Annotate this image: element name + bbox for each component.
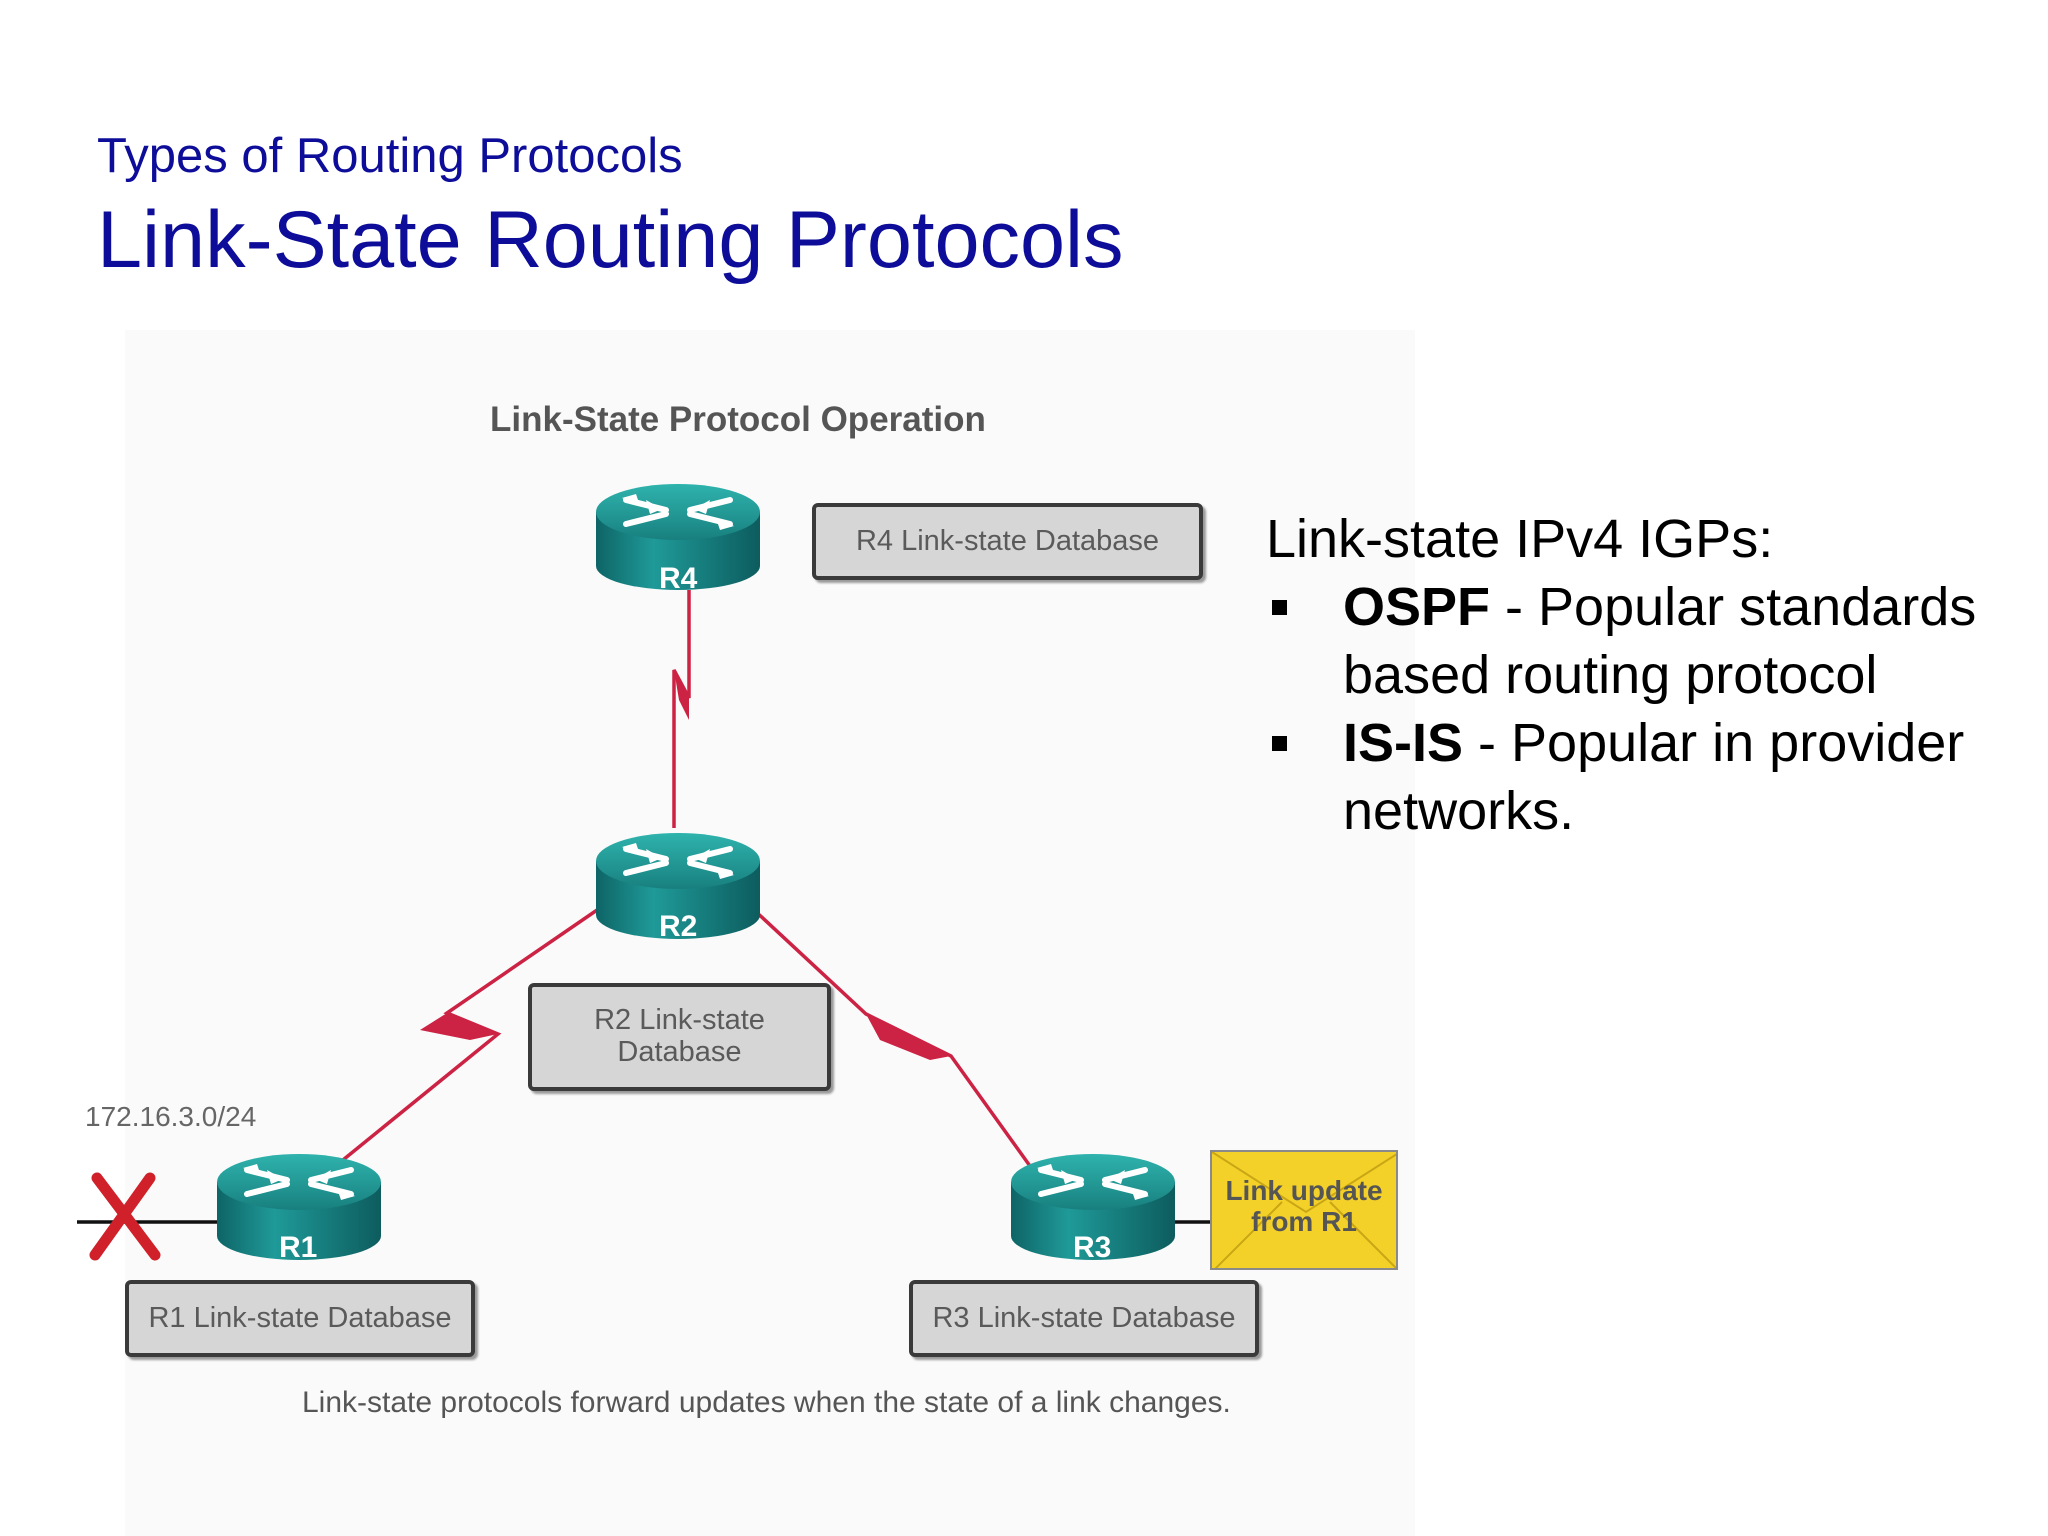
router-r1-label: R1: [279, 1231, 318, 1264]
r1-database-box: R1 Link-state Database: [125, 1280, 475, 1357]
router-r3-label: R3: [1073, 1231, 1112, 1264]
list-item: IS-IS - Popular in provider networks.: [1266, 709, 2026, 845]
network-label: 172.16.3.0/24: [85, 1101, 257, 1132]
r3-database-box: R3 Link-state Database: [909, 1280, 1259, 1357]
square-bullet-icon: [1272, 600, 1287, 615]
bullet-description: - Popular standards based routing protoc…: [1343, 577, 1977, 705]
diagram-caption: Link-state protocols forward updates whe…: [302, 1386, 1231, 1419]
bullet-list: OSPF - Popular standards based routing p…: [1266, 573, 2026, 845]
envelope-icon: [1212, 1152, 1396, 1268]
router-r4-label: R4: [659, 562, 698, 595]
r1-database-label: R1 Link-state Database: [148, 1301, 452, 1334]
list-item: OSPF - Popular standards based routing p…: [1266, 573, 2026, 709]
square-bullet-icon: [1272, 736, 1287, 751]
link-update-line2: from R1: [1251, 1205, 1357, 1237]
r4-database-label: R4 Link-state Database: [855, 524, 1160, 557]
r2-database-label-line2: Database: [617, 1036, 742, 1068]
serial-link-zigzag-fills: [420, 670, 951, 1060]
bullet-panel: Link-state IPv4 IGPs: OSPF - Popular sta…: [1266, 505, 2026, 845]
link-failure-x-icon: [89, 1172, 161, 1261]
bullet-term: OSPF: [1343, 577, 1491, 637]
bullet-description: - Popular in provider networks.: [1343, 713, 1965, 841]
link-update-line1: Link update: [1225, 1175, 1383, 1206]
r3-database-label: R3 Link-state Database: [932, 1301, 1236, 1334]
router-r2-label: R2: [659, 910, 698, 943]
r2-database-label-line1: R2 Link-state: [594, 1004, 765, 1037]
link-update-text: Link update from R1: [1212, 1175, 1396, 1238]
slide-title: Link-State Routing Protocols: [97, 195, 1124, 285]
diagram-title: Link-State Protocol Operation: [490, 400, 986, 439]
slide-subtitle: Types of Routing Protocols: [97, 129, 683, 183]
r2-database-box: R2 Link-state Database: [528, 983, 831, 1091]
r4-database-box: R4 Link-state Database: [812, 503, 1203, 580]
bullet-heading: Link-state IPv4 IGPs:: [1266, 509, 1774, 569]
bullet-term: IS-IS: [1343, 713, 1464, 773]
link-update-envelope: Link update from R1: [1210, 1150, 1398, 1270]
